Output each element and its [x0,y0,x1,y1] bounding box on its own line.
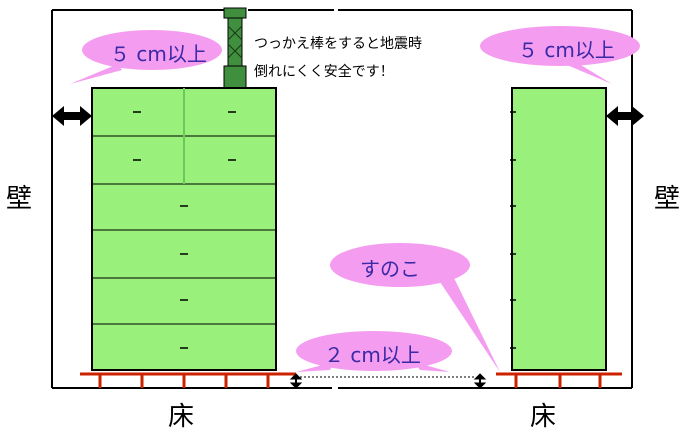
bubble-top-right [480,26,640,84]
small-vertical-double-arrow-icon [473,373,487,389]
bubble-sunoko-label: すのこ [360,257,420,281]
right-chest [510,87,607,371]
bubble-top-left [70,30,222,84]
sunoko-right [496,372,622,388]
tension-pole [223,7,247,89]
bubble-sunoko [330,243,500,372]
note-line-2: 倒れにくく安全です！ [254,64,394,80]
left-chest [91,87,277,371]
bubble-bottom-label: ２ cm以上 [324,343,421,367]
sunoko-left [80,372,296,388]
drawer-handles [133,111,236,349]
wall-label-right: 壁 [654,184,681,214]
small-vertical-double-arrow-icon [289,373,303,389]
bubble-bottom [296,331,452,372]
double-arrow-icon [52,106,92,126]
floor-label-left: 床 [168,402,195,432]
floor-label-right: 床 [530,402,557,432]
note-line-1: つっかえ棒をすると地震時 [254,36,422,52]
bubble-top-left-label: ５ cm以上 [110,42,207,66]
double-arrow-icon [606,106,644,126]
wall-label-left: 壁 [6,184,33,214]
bubble-top-right-label: ５ cm以上 [518,38,615,62]
